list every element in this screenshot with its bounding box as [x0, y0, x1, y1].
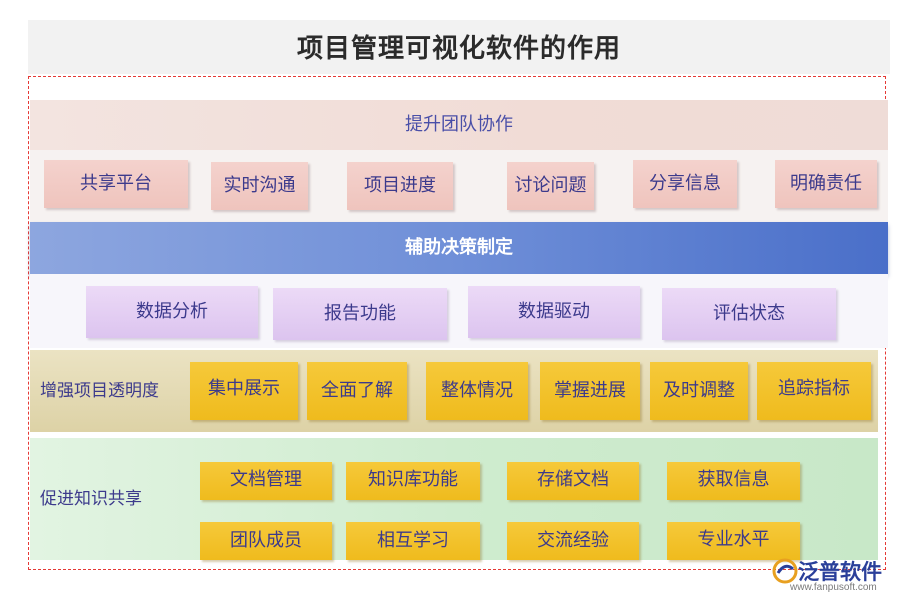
title-bar: [28, 20, 890, 74]
section-teamwork-band: [30, 100, 888, 150]
decision-item-4: 评估状态: [662, 288, 836, 340]
knowledge-item-3: 存储文档: [507, 462, 639, 500]
brand-logo: 泛普软件 www.fanpusoft.com: [772, 556, 896, 596]
teamwork-item-5: 分享信息: [633, 160, 737, 208]
transparency-item-3: 整体情况: [426, 362, 528, 420]
teamwork-item-3: 项目进度: [347, 162, 453, 210]
section-knowledge-title: 促进知识共享: [40, 489, 142, 509]
page-title: 项目管理可视化软件的作用: [296, 34, 621, 64]
knowledge-item-2: 知识库功能: [346, 462, 480, 500]
knowledge-item-5: 团队成员: [200, 522, 332, 560]
transparency-item-6: 追踪指标: [757, 362, 871, 420]
decision-item-3: 数据驱动: [468, 286, 640, 338]
teamwork-item-1: 共享平台: [44, 160, 188, 208]
transparency-item-4: 掌握进展: [540, 362, 640, 420]
knowledge-item-8: 专业水平: [667, 522, 800, 560]
knowledge-item-4: 获取信息: [667, 462, 800, 500]
section-decision-band: [30, 222, 888, 274]
section-teamwork-title: 提升团队协作: [405, 114, 513, 135]
fanpu-logo-icon: [772, 558, 798, 584]
knowledge-item-7: 交流经验: [507, 522, 639, 560]
section-decision-title: 辅助决策制定: [405, 237, 513, 258]
knowledge-item-6: 相互学习: [346, 522, 480, 560]
transparency-item-2: 全面了解: [307, 362, 407, 420]
brand-url: www.fanpusoft.com: [790, 582, 877, 593]
section-transparency-title: 增强项目透明度: [40, 381, 159, 401]
decision-item-2: 报告功能: [273, 288, 447, 340]
teamwork-item-6: 明确责任: [775, 160, 877, 208]
decision-item-1: 数据分析: [86, 286, 258, 338]
teamwork-item-2: 实时沟通: [211, 162, 308, 210]
knowledge-item-1: 文档管理: [200, 462, 332, 500]
transparency-item-5: 及时调整: [650, 362, 748, 420]
transparency-item-1: 集中展示: [190, 362, 298, 420]
teamwork-item-4: 讨论问题: [507, 162, 594, 210]
brand-name: 泛普软件: [798, 559, 882, 584]
